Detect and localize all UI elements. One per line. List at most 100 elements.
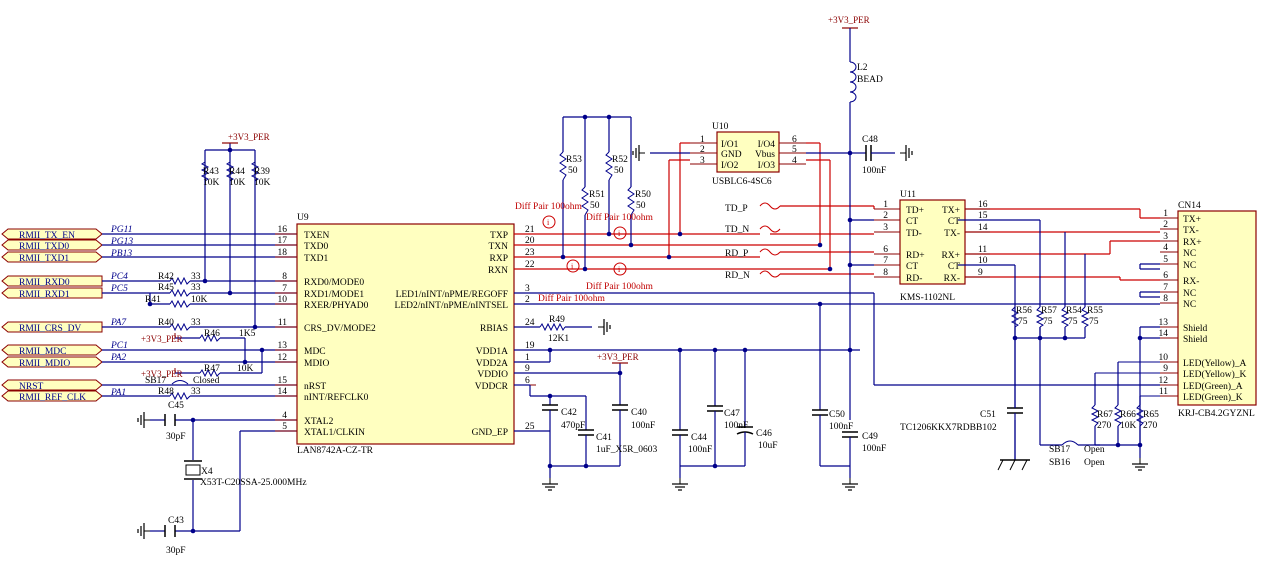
- pin-name: TXEN: [304, 231, 329, 241]
- cap-ref: C47: [724, 409, 740, 419]
- pin-name: CRS_DV/MODE2: [304, 324, 376, 334]
- termination-resistors: [1010, 232, 1090, 339]
- ic-part: LAN8742A-CZ-TR: [297, 446, 374, 456]
- resistor-ref: R42: [158, 272, 174, 282]
- port-rmii-rxd1[interactable]: RMII_RXD1: [1, 287, 103, 300]
- pin-number: 2: [1163, 220, 1168, 230]
- port-label: RMII_MDC: [19, 347, 67, 357]
- net-name: PB13: [110, 249, 132, 259]
- pin-number: 9: [525, 364, 530, 374]
- pin-number: 11: [1159, 387, 1168, 397]
- resistor-ref: R40: [158, 318, 174, 328]
- pin-number: 14: [278, 387, 288, 397]
- resistor-ref: R43: [203, 167, 219, 177]
- port-rmii-mdio[interactable]: RMII_MDIO: [1, 356, 103, 369]
- pin-name: XTAL2: [304, 417, 334, 427]
- port-rmii-txd0[interactable]: RMII_TXD0: [1, 239, 103, 252]
- junctions-left: [147, 147, 265, 534]
- pin-number: 14: [1159, 329, 1169, 339]
- ic-left-pins: 16TXEN17TXD018TXD18RXD0/MODE07RXD1/MODE1…: [275, 225, 376, 438]
- u9-right-wires: [514, 292, 1160, 478]
- cap-value: 10uF: [758, 441, 778, 451]
- inductor-value: BEAD: [857, 75, 883, 85]
- pin-name: LED(Yellow)_K: [1183, 369, 1247, 380]
- ic-u11[interactable]: U11 KMS-1102NL 1TD+16TX+2CT15CT3TD-14TX-…: [874, 190, 990, 303]
- resistor-ref: R53: [566, 155, 582, 165]
- port-rmii-txd1[interactable]: RMII_TXD1: [1, 251, 103, 264]
- pin-name: RX-: [944, 274, 960, 284]
- cap-ref: C48: [862, 135, 878, 145]
- port-rmii-crs-dv[interactable]: RMII_CRS_DV: [1, 321, 103, 334]
- cap-c50-c49: C50 100nF C49 100nF: [812, 301, 886, 491]
- pin-number: 16: [978, 200, 988, 210]
- ic-body: [296, 223, 515, 445]
- pin-number: 24: [525, 318, 535, 328]
- net-name: PC4: [110, 272, 128, 282]
- phy-net-labels: TD_P TD_N RD_P RD_N: [725, 202, 781, 281]
- connector-ref: CN14: [1178, 201, 1201, 211]
- pin-name: NC: [1183, 261, 1196, 271]
- pin-name: GND_EP: [472, 428, 508, 438]
- resistor-ref: R54: [1066, 306, 1082, 316]
- resistor-value: 10K: [237, 364, 254, 374]
- gnd-symbols-mid: [541, 477, 689, 491]
- connector-part: KRJ-CB4.2GYZNL: [1178, 409, 1255, 419]
- resistor-value: 33: [191, 272, 201, 282]
- pin-name: RXER/PHYAD0: [304, 301, 369, 311]
- cap-value: 1uF_X5R_0603: [596, 445, 657, 455]
- pin-name: I/O4: [758, 140, 776, 150]
- pin-name: MDC: [304, 347, 326, 357]
- pin-number: 18: [278, 248, 288, 258]
- pin-name: TX-: [1183, 226, 1199, 236]
- resistor-value: 10K: [1120, 421, 1137, 431]
- cap-ref: C49: [862, 432, 878, 442]
- cap-leads: [549, 410, 746, 446]
- resistor-ref: R56: [1016, 306, 1032, 316]
- net-label: RD_N: [725, 271, 750, 281]
- cap-value: 30pF: [166, 546, 186, 556]
- pin-number: 9: [978, 268, 983, 278]
- port-label: RMII_REF_CLK: [19, 393, 86, 403]
- pin-number: 6: [1163, 271, 1168, 281]
- resistor-ref: R47: [204, 364, 220, 374]
- pullup-labels: R43 10K R44 10K R39 10K: [203, 167, 271, 188]
- resistor-value: 50: [614, 166, 624, 176]
- diff-pair-labels: Diff Pair 100ohm Diff Pair 100ohm Diff P…: [515, 201, 653, 304]
- resistor-value: 75: [1018, 317, 1028, 327]
- cap-value: 30pF: [166, 432, 186, 442]
- pin-number: 6: [792, 135, 797, 145]
- pin-number: 14: [978, 223, 988, 233]
- port-nrst[interactable]: NRST: [1, 379, 103, 392]
- resistor-value: 33: [191, 283, 201, 293]
- cap-ref: C40: [631, 408, 647, 418]
- resistor-value: 75: [1043, 317, 1053, 327]
- pin-name: VDD1A: [476, 347, 508, 357]
- pin-number: 7: [282, 284, 287, 294]
- pin-number: 9: [1163, 364, 1168, 374]
- cap-value: 100nF: [631, 421, 655, 431]
- pin-number: 15: [278, 376, 288, 386]
- junctions-right: [547, 347, 853, 469]
- pin-number: 5: [792, 145, 797, 155]
- pin-name: LED(Yellow)_A: [1183, 358, 1247, 369]
- pin-number: 16: [278, 225, 288, 235]
- pin-name: RXP: [490, 254, 508, 264]
- resistor-value: 12K1: [548, 334, 569, 344]
- power-label: +3V3_PER: [141, 369, 183, 379]
- port-rmii-mdc[interactable]: RMII_MDC: [1, 344, 103, 357]
- ic-u9[interactable]: U9 LAN8742A-CZ-TR 16TXEN17TXD018TXD18RXD…: [275, 213, 536, 456]
- connector-cn14[interactable]: CN14 KRJ-CB4.2GYZNL 1TX+2TX-3RX+4NC5NC6R…: [1159, 201, 1257, 419]
- port-rmii-rxd0[interactable]: RMII_RXD0: [1, 275, 103, 288]
- resistor-ref: R48: [158, 387, 174, 397]
- pin-name: RX+: [941, 251, 960, 261]
- port-rmii-tx-en[interactable]: RMII_TX_EN: [1, 228, 103, 241]
- pin-name: RXD1/MODE1: [304, 290, 364, 300]
- led-resistor-labels: R67 270 R66 10K R65 270: [1097, 410, 1159, 431]
- cap-c51: C51 TC1206KKX7RDBB102: [900, 338, 1030, 471]
- svg-text:i: i: [618, 265, 621, 274]
- power-label: +3V3_PER: [141, 334, 183, 344]
- port-rmii-ref-clk[interactable]: RMII_REF_CLK: [1, 390, 103, 403]
- resistor-ref: R52: [612, 155, 628, 165]
